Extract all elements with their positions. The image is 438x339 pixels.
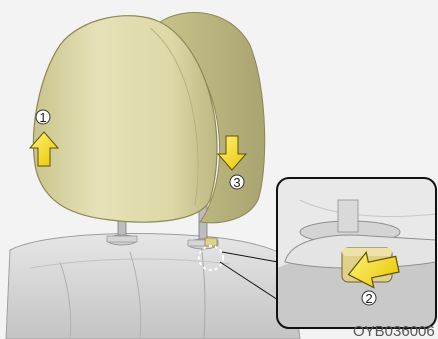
step-3-number: 3: [233, 175, 240, 190]
step-2-marker: 2: [347, 251, 400, 306]
headrest-front: [32, 15, 218, 223]
up-arrow-icon: [28, 131, 60, 167]
step-2-number: 2: [365, 291, 372, 306]
step-1-number: 1: [39, 110, 46, 125]
press-arrow-icon: [347, 251, 400, 289]
dashed-circle-icon: [198, 245, 224, 271]
headrest-side: [159, 12, 266, 224]
seat-back: [5, 233, 301, 339]
step-1-marker: 1: [28, 109, 60, 167]
headrest: [32, 12, 266, 224]
down-arrow-icon: [216, 135, 248, 171]
step-3-marker: 3: [216, 135, 248, 190]
detail-inset: [276, 177, 437, 329]
figure-code: OYB036006: [353, 323, 435, 339]
